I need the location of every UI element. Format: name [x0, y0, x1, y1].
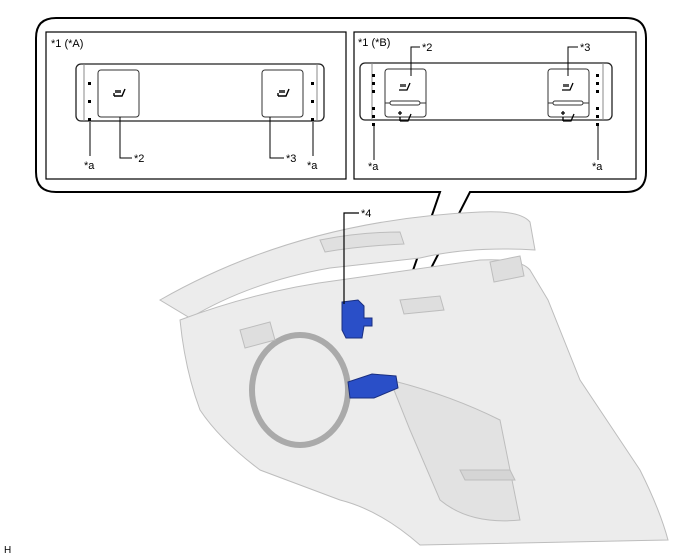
- panel-b-title: *1 (*B): [358, 37, 391, 49]
- panel-a-title: *1 (*A): [51, 38, 84, 50]
- panel-b-label-a-right: *a: [592, 161, 603, 173]
- panel-a-label-a-right: *a: [307, 160, 318, 172]
- panel-a-label-2: *2: [134, 153, 145, 165]
- panel-a-label-3: *3: [286, 153, 297, 165]
- panel-b-label-2: *2: [422, 42, 433, 54]
- panel-a-label-a-left: *a: [84, 160, 95, 172]
- corner-code: H: [4, 545, 12, 556]
- panel-b-label-3: *3: [580, 42, 591, 54]
- panel-b-label-a-left: *a: [368, 161, 379, 173]
- label-part-4: *4: [361, 208, 372, 220]
